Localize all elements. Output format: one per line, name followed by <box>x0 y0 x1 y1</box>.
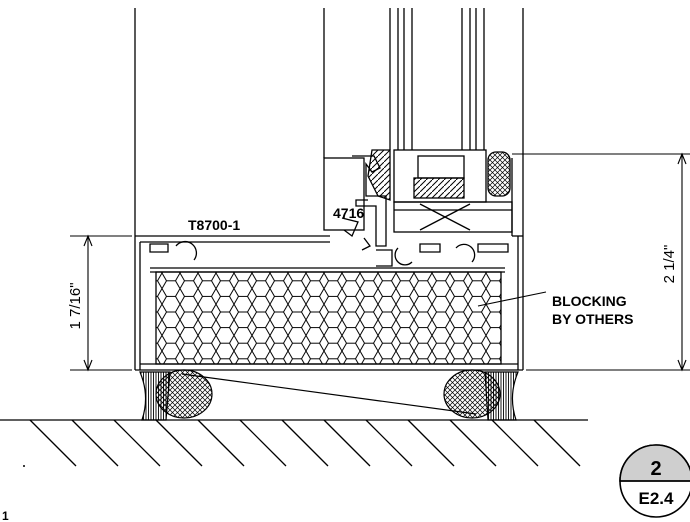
dimension-right-text: 2 1/4" <box>661 245 678 284</box>
glazing-stop <box>341 155 387 251</box>
label-blocking-line2: BY OTHERS <box>552 311 633 327</box>
stray-dot <box>23 465 25 467</box>
jamb-lines <box>134 8 524 236</box>
label-frame-part: T8700-1 <box>188 217 240 233</box>
shims-and-sealant <box>139 369 519 421</box>
blocking-leader <box>477 291 547 307</box>
detail-callout: 2 E2.4 <box>619 444 690 518</box>
label-stop-part: 4716 <box>333 205 364 221</box>
floor-slab <box>0 419 588 467</box>
sheet-reference: E2.4 <box>639 489 675 508</box>
label-blocking-line1: BLOCKING <box>552 293 627 309</box>
blocking-hatch <box>155 271 502 365</box>
page-marker: 1 <box>2 509 9 522</box>
sash-glazing <box>323 149 513 236</box>
dimension-left-text: 1 7/16" <box>67 282 84 329</box>
dimension-left <box>70 234 132 372</box>
dimension-right <box>512 152 690 372</box>
detail-number: 2 <box>650 458 661 480</box>
